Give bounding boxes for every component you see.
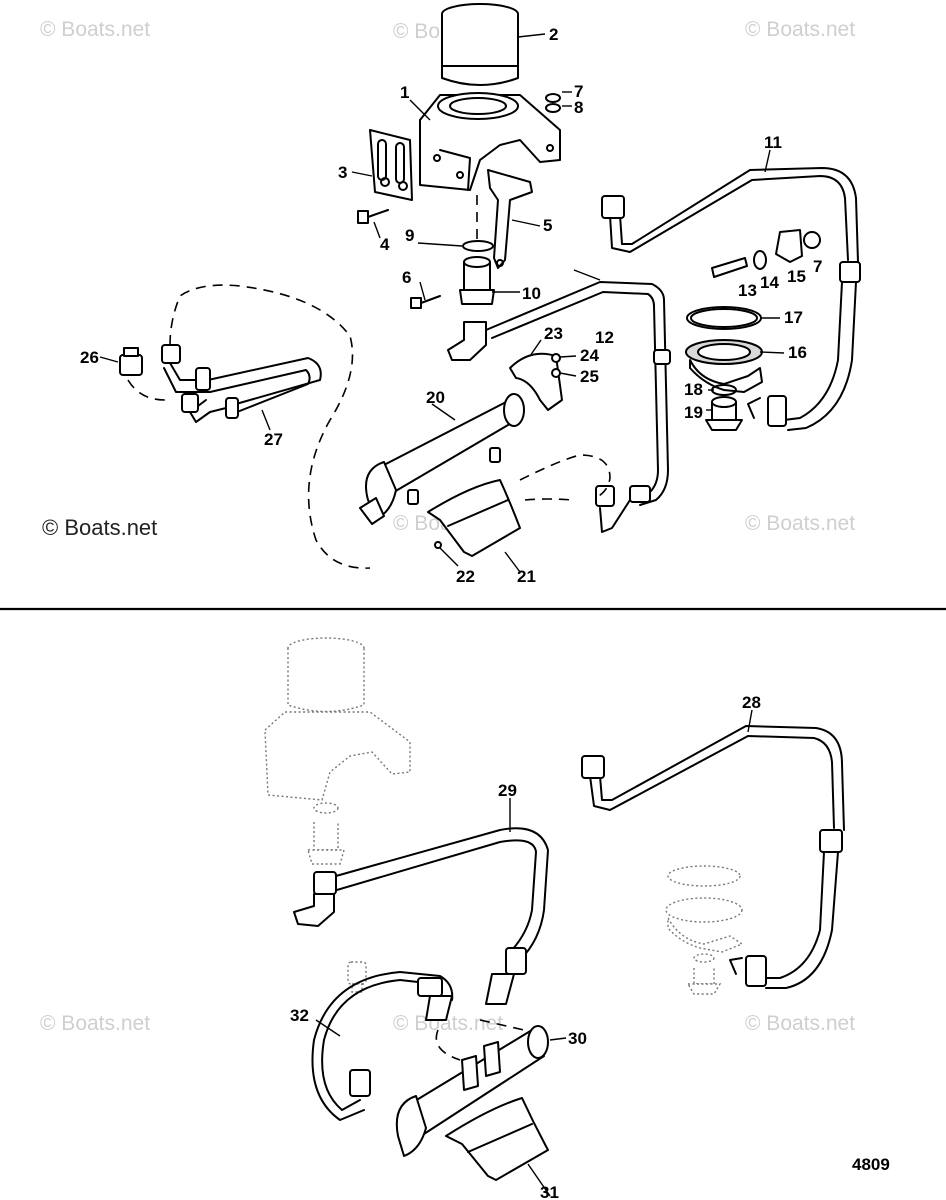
pipe-fitting — [119, 347, 143, 376]
watermark: © Boats.net — [745, 512, 855, 535]
callout-label: 25 — [580, 367, 599, 386]
callout-label: 1 — [400, 83, 409, 102]
watermark: © Boats.net — [393, 1012, 503, 1035]
thermostat-fitting — [705, 396, 743, 431]
hose — [161, 344, 322, 423]
watermark: © Boats.net — [745, 1012, 855, 1035]
callout-label: 28 — [742, 693, 761, 712]
callouts-bottom: 28 29 30 31 32 — [290, 693, 761, 1200]
filter-canister — [441, 3, 519, 86]
cooler-clamp — [427, 479, 521, 557]
callout-label: 7 — [574, 82, 583, 101]
ghost-filter-assembly — [264, 637, 411, 865]
callout-label: 27 — [264, 430, 283, 449]
callout-label: 26 — [80, 348, 99, 367]
mounting-bracket — [419, 92, 561, 191]
callout-label: 3 — [338, 163, 347, 182]
callout-label: 31 — [540, 1183, 559, 1200]
callout-label: 10 — [522, 284, 541, 303]
callout-label: 5 — [543, 216, 552, 235]
ghost-thermostat-housing — [665, 865, 744, 995]
watermarks: © Boats.net © Boats.net © Boats.net © Bo… — [40, 18, 855, 1035]
bolt — [410, 295, 441, 309]
stud-hardware — [711, 229, 821, 278]
o-ring — [462, 240, 494, 252]
hose — [293, 827, 549, 1005]
mounting-plate — [369, 129, 413, 201]
callout-label: 19 — [684, 403, 703, 422]
callout-leaders-top — [99, 33, 785, 573]
callout-label: 9 — [405, 226, 414, 245]
housing — [685, 339, 763, 393]
hose — [311, 971, 454, 1121]
callout-leaders-bottom — [315, 709, 753, 1197]
bolt — [357, 209, 389, 224]
fuel-cooler — [395, 1025, 549, 1157]
callout-label: 22 — [456, 567, 475, 586]
callout-label: 30 — [568, 1029, 587, 1048]
callout-label: 4 — [380, 235, 390, 254]
nut — [545, 93, 561, 103]
callout-label: 11 — [764, 133, 782, 152]
callout-label: 13 — [738, 281, 757, 300]
figure-number: 4809 — [852, 1155, 890, 1174]
hose — [601, 167, 861, 431]
hose — [485, 281, 671, 533]
cooler-clamp — [445, 1097, 549, 1181]
callout-label: 8 — [574, 98, 583, 117]
callout-label: 17 — [784, 308, 803, 327]
watermark: © Boats.net — [745, 18, 855, 41]
callout-label: 23 — [544, 324, 563, 343]
callout-label: 12 — [595, 328, 614, 347]
callout-label: 15 — [787, 267, 806, 286]
callout-label: 18 — [684, 380, 703, 399]
filter-fitting — [459, 256, 495, 305]
callouts-top: 2 1 3 4 5 6 7 8 9 10 11 12 13 14 15 7 16… — [80, 25, 822, 586]
callout-label: 14 — [760, 273, 779, 292]
callout-label: 21 — [517, 567, 536, 586]
callout-label: 16 — [788, 343, 807, 362]
ghost-plug — [347, 961, 367, 993]
callout-label: 2 — [549, 25, 558, 44]
elbow-fitting — [447, 321, 487, 361]
callout-label: 20 — [426, 388, 445, 407]
washer — [545, 103, 561, 113]
watermark: © Boats.net — [40, 18, 150, 41]
brace — [487, 169, 533, 269]
callout-label: 29 — [498, 781, 517, 800]
callout-label: 6 — [402, 268, 411, 287]
callout-label: 24 — [580, 346, 599, 365]
gasket-ring — [686, 306, 762, 330]
callout-label: 7 — [813, 257, 822, 276]
watermark: © Boats.net — [42, 515, 157, 540]
fuel-cooler — [359, 393, 525, 525]
hose — [581, 725, 845, 989]
callout-label: 32 — [290, 1006, 309, 1025]
watermark: © Boats.net — [40, 1012, 150, 1035]
